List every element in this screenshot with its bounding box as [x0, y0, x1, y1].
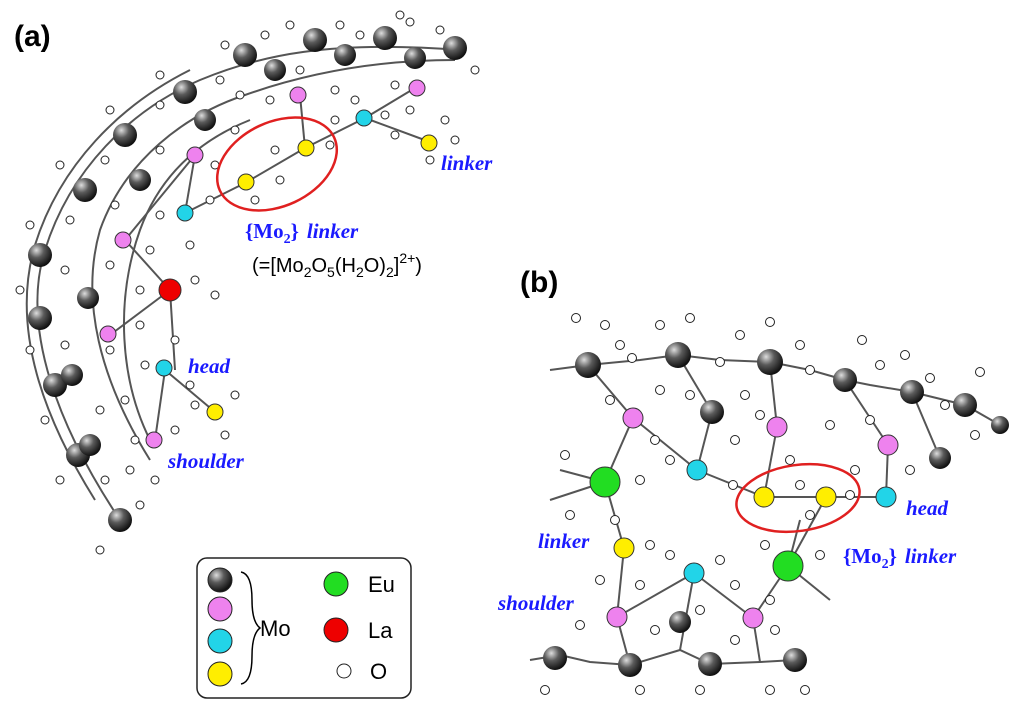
panel-a-linker-label: linker [441, 151, 493, 175]
mo-cyan-atom [686, 459, 708, 481]
mo-pink-atom [408, 79, 426, 97]
mo-pink-atom [877, 434, 899, 456]
mo-pink-atom [99, 325, 117, 343]
mo-yellow-atom [297, 139, 315, 157]
mo-cyan-atom [875, 486, 897, 508]
mo-gray-atom [233, 43, 257, 67]
mo-gray-atom [108, 508, 132, 532]
mo-yellow-atom [613, 537, 635, 559]
legend-eu-swatch [323, 571, 349, 597]
panel-b: (b) [497, 266, 1009, 695]
mo-gray-atom [194, 109, 216, 131]
mo-gray-atom [43, 373, 67, 397]
mo-gray-atom [404, 47, 426, 69]
mo-gray-atom [77, 287, 99, 309]
mo-gray-atom [113, 123, 137, 147]
legend-box [196, 557, 412, 699]
mo-gray-atom [334, 44, 356, 66]
mo-pink-atom [289, 86, 307, 104]
mo-gray-atom [28, 306, 52, 330]
mo-gray-atom [929, 447, 951, 469]
mo-pink-atom [766, 416, 788, 438]
panel-a-colored-mo-atoms [99, 79, 438, 449]
panel-a-label: (a) [14, 20, 51, 53]
mo-gray-atom [543, 646, 567, 670]
mo-gray-atom [173, 80, 197, 104]
mo-gray-atom [443, 36, 467, 60]
mo-gray-atom [373, 26, 397, 50]
legend-mo-brace [240, 571, 262, 685]
mo-gray-atom [669, 611, 691, 633]
mo-gray-atom [953, 393, 977, 417]
legend-eu-label: Eu [368, 572, 395, 597]
panel-b-mo2-linker-label: {Mo2}linker [843, 544, 957, 572]
panel-a-oxygen-atoms [15, 10, 480, 555]
mo-cyan-atom [683, 562, 705, 584]
legend-la-label: La [368, 618, 393, 643]
mo-yellow-atom [420, 134, 438, 152]
legend-la-swatch [323, 617, 349, 643]
legend-mo-gray-swatch [207, 567, 233, 593]
mo-gray-atom [618, 653, 642, 677]
mo-cyan-atom [176, 204, 194, 222]
mo2-linker-highlight-b [735, 462, 861, 534]
mo-gray-atom [264, 59, 286, 81]
mo-gray-atom [79, 434, 101, 456]
mo-gray-atom [665, 342, 691, 368]
legend-mo-yellow-swatch [207, 661, 233, 687]
mo-gray-atom [28, 243, 52, 267]
panel-a-head-label: head [188, 354, 231, 378]
panel-b-head-label: head [906, 496, 949, 520]
mo-yellow-atom [237, 173, 255, 191]
legend-o-swatch [336, 663, 352, 679]
mo-gray-atom [833, 368, 857, 392]
mo-gray-atom [73, 178, 97, 202]
legend-mo-label: Mo [260, 616, 291, 641]
eu-atom [589, 466, 621, 498]
mo-gray-atom [61, 364, 83, 386]
mo-gray-atom [303, 28, 327, 52]
mo-pink-atom [145, 431, 163, 449]
mo-yellow-atom [753, 486, 775, 508]
legend-mo-cyan-swatch [207, 628, 233, 654]
panel-b-oxygen-atoms [540, 313, 985, 695]
panel-a-shoulder-label: shoulder [167, 449, 245, 473]
mo-gray-atom [991, 416, 1009, 434]
mo-yellow-atom [206, 403, 224, 421]
mo-gray-atom [783, 648, 807, 672]
mo-pink-atom [742, 607, 764, 629]
mo-cyan-atom [355, 109, 373, 127]
la-atom [158, 278, 182, 302]
mo-gray-atom [129, 169, 151, 191]
legend: Mo Eu La O [196, 557, 412, 699]
mo2-linker-highlight-a [215, 116, 339, 212]
mo-yellow-atom [815, 486, 837, 508]
mo-gray-atom [575, 352, 601, 378]
panel-a-formula: (=[Mo2O5(H2O)2]2+) [252, 250, 422, 280]
legend-mo-pink-swatch [207, 596, 233, 622]
mo-gray-atom [900, 380, 924, 404]
panel-b-shoulder-label: shoulder [497, 591, 575, 615]
panel-b-gray-mo-atoms [543, 342, 1009, 677]
panel-a: (a) [14, 10, 493, 555]
mo-pink-atom [606, 606, 628, 628]
mo-pink-atom [186, 146, 204, 164]
eu-atom [772, 550, 804, 582]
panel-b-colored-atoms [589, 407, 899, 629]
mo-pink-atom [622, 407, 644, 429]
mo-pink-atom [114, 231, 132, 249]
legend-o-label: O [370, 659, 387, 684]
mo-cyan-atom [155, 359, 173, 377]
mo-gray-atom [698, 652, 722, 676]
mo-gray-atom [757, 349, 783, 375]
panel-a-mo2-linker-label: {Mo2}linker [245, 219, 359, 247]
panel-b-label: (b) [520, 266, 558, 299]
panel-b-linker-label: linker [538, 529, 590, 553]
panel-a-gray-mo-atoms [28, 26, 467, 532]
mo-gray-atom [700, 400, 724, 424]
